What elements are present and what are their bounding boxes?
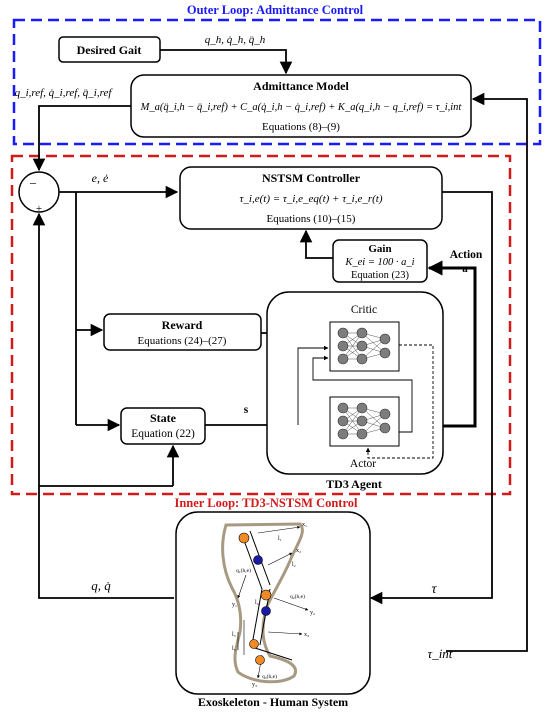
exo-mark-q3: q₃(h,e) — [262, 673, 277, 680]
reference-signal-label: q_i,ref, q̇_i,ref, q̈_i,ref — [15, 87, 114, 99]
state-block — [120, 407, 206, 445]
critic-label: Critic — [351, 304, 377, 316]
gait-to-admittance-arrow — [160, 49, 293, 75]
reward-block — [103, 313, 262, 351]
exo-mark-q2: q₂(h,e) — [290, 593, 305, 600]
gain-ref: Equation (23) — [351, 270, 410, 281]
error-signal-label: e, ė — [92, 171, 109, 185]
nstsm-controller-equation: τ_i,e(t) = τ_i,e_eq(t) + τ_i,e_r(t) — [239, 193, 382, 205]
nstsm-controller-ref: Equations (10)–(15) — [267, 213, 356, 225]
gain-title: Gain — [368, 243, 391, 255]
sum-minus-sign: − — [29, 176, 36, 191]
nstsm-controller-title: NSTSM Controller — [262, 171, 361, 185]
reward-title: Reward — [162, 318, 203, 332]
inner-loop-title: Inner Loop: TD3-NSTSM Control — [174, 496, 358, 510]
feedback-to-sum-arrow — [32, 212, 174, 599]
admittance-to-sum-arrow — [32, 105, 131, 172]
tau-label: τ — [431, 582, 437, 597]
exo-mark-y3: y₃ — [252, 682, 257, 688]
exo-mark-l2: l₂ — [292, 562, 296, 568]
exo-mark-l5: l₅ — [232, 646, 236, 652]
tau-int-label: τ_int — [428, 646, 453, 661]
actor-network — [329, 396, 400, 447]
exoskeleton-illustration: l₁ l₂ l₃ l₄ l₅ x₁ x₂ x₃ y₁ y₂ y₃ q₁(h,e)… — [221, 522, 315, 688]
actor-label: Actor — [350, 458, 376, 470]
state-title: State — [150, 411, 177, 425]
gain-block — [332, 239, 428, 283]
nstsm-controller-block — [179, 166, 443, 230]
nstsm-to-exo-line — [369, 191, 493, 605]
exoskeleton-label: Exoskeleton - Human System — [198, 695, 348, 709]
reward-ref: Equations (24)–(27) — [138, 335, 227, 347]
tau-int-feedback-line — [446, 92, 528, 652]
td3-agent-block — [266, 291, 444, 475]
state-ref: Equation (22) — [131, 428, 195, 440]
exo-mark-y1: y₁ — [232, 602, 237, 608]
exo-mark-l1: l₁ — [278, 536, 282, 542]
admittance-model-equation: M_a(q̈_i,h − q̈_i,ref) + C_a(q̇_i,h − q̇… — [140, 102, 463, 113]
state-signal-label: s — [244, 404, 249, 416]
outer-loop-frame — [12, 18, 542, 146]
sum-plus-sign: + — [36, 203, 42, 215]
desired-gait-signal: q_h, q̇_h, q̈_h — [205, 34, 266, 46]
action-to-gain-arrow — [427, 260, 477, 428]
exoskeleton-block — [175, 511, 371, 695]
exo-mark-y2: y₂ — [310, 610, 315, 616]
exo-mark-l3: l₃ — [232, 632, 236, 638]
outer-loop-title: Outer Loop: Admittance Control — [187, 3, 364, 17]
admittance-model-title: Admittance Model — [253, 79, 349, 93]
desired-gait-label: Desired Gait — [77, 43, 142, 57]
gain-equation: K_ei = 100 · a_i — [344, 257, 414, 268]
gain-to-nstsm-arrow — [299, 229, 333, 259]
exo-mark-x3: x₃ — [304, 632, 309, 638]
feedback-signal-label: q, q̇ — [91, 578, 111, 593]
exo-mark-x1: x₁ — [302, 522, 307, 528]
exo-mark-l4: l₄ — [255, 600, 259, 606]
exo-mark-x2: x₂ — [296, 548, 301, 554]
admittance-model-ref: Equations (8)–(9) — [262, 121, 340, 133]
critic-network — [329, 321, 400, 372]
action-label: Action — [450, 249, 483, 261]
td3-agent-label: TD3 Agent — [326, 477, 382, 491]
exo-mark-q1: q₁(h,e) — [236, 567, 251, 574]
td3-internal-connections — [297, 344, 434, 459]
inner-loop-frame — [10, 154, 512, 496]
